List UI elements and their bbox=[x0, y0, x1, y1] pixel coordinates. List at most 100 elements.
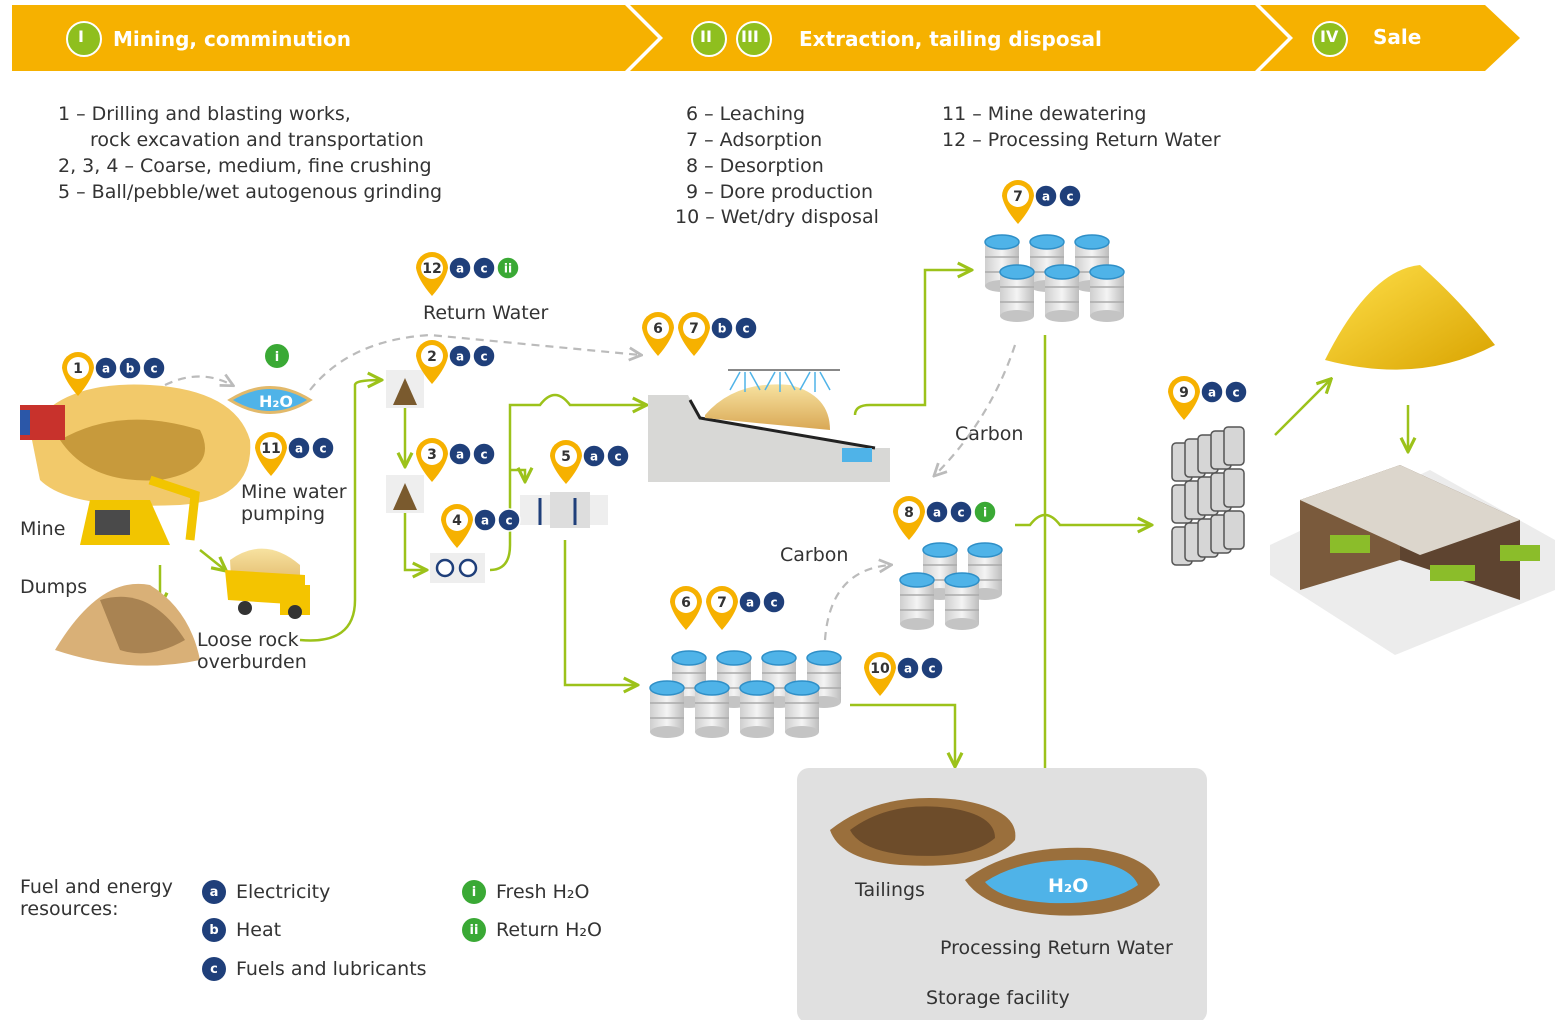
svg-text:a: a bbox=[1042, 190, 1050, 204]
marker-number: 6 bbox=[653, 321, 663, 337]
extraction-list-item: 10 – Wet/dry disposal bbox=[675, 206, 879, 228]
svg-text:c: c bbox=[770, 596, 777, 610]
svg-text:c: c bbox=[742, 322, 749, 336]
resource-i-icon: i bbox=[462, 880, 486, 904]
bank-building-illustration bbox=[1270, 465, 1555, 655]
dump-truck-illustration bbox=[225, 548, 310, 619]
svg-text:a: a bbox=[295, 442, 303, 456]
svg-text:i: i bbox=[275, 350, 279, 365]
resource-c-icon: c bbox=[1058, 184, 1082, 208]
carbon-label-lower: Carbon bbox=[780, 544, 849, 566]
resource-a-icon: a bbox=[202, 880, 226, 904]
tailings-label: Tailings bbox=[855, 879, 925, 901]
dore-bars-illustration bbox=[1171, 426, 1245, 566]
marker-6-pin: 6 bbox=[670, 586, 702, 630]
svg-text:c: c bbox=[480, 262, 487, 276]
resource-a-icon: a bbox=[287, 436, 311, 460]
legend-fuels: c Fuels and lubricants bbox=[202, 957, 427, 981]
crusher-icons bbox=[386, 370, 485, 583]
resource-c-icon: c bbox=[734, 316, 758, 340]
svg-text:c: c bbox=[480, 350, 487, 364]
pond-water-label: H₂O bbox=[1048, 875, 1089, 897]
svg-text:c: c bbox=[505, 514, 512, 528]
mining-list-item: 2, 3, 4 – Coarse, medium, fine crushing bbox=[58, 155, 432, 177]
fresh-water-lens bbox=[227, 386, 313, 414]
svg-text:i: i bbox=[983, 506, 987, 520]
flow-lines bbox=[160, 270, 1408, 865]
svg-text:ii: ii bbox=[504, 262, 512, 276]
svg-text:c: c bbox=[614, 450, 621, 464]
resource-ii-icon: ii bbox=[462, 918, 486, 942]
resource-a-icon: a bbox=[1200, 380, 1224, 404]
carbon-label-upper: Carbon bbox=[955, 423, 1024, 445]
svg-text:a: a bbox=[456, 262, 464, 276]
marker-number: 9 bbox=[1179, 385, 1189, 401]
legend-fresh-water: i Fresh H₂O bbox=[462, 880, 589, 904]
resource-a-icon: a bbox=[448, 256, 472, 280]
mine-pit-illustration bbox=[20, 384, 251, 545]
resource-c-icon: c bbox=[311, 436, 335, 460]
legend-electricity-label: Electricity bbox=[236, 881, 331, 903]
legend-return-water: ii Return H₂O bbox=[462, 918, 602, 942]
resource-ii-icon: ii bbox=[496, 256, 520, 280]
legend-return-water-label: Return H₂O bbox=[496, 919, 602, 941]
stage-numeral-badges bbox=[66, 21, 1348, 57]
resource-b-icon: b bbox=[202, 918, 226, 942]
resource-a-icon: a bbox=[448, 344, 472, 368]
svg-text:c: c bbox=[150, 362, 157, 376]
resource-a-icon: a bbox=[473, 508, 497, 532]
marker-number: 7 bbox=[1013, 189, 1023, 205]
marker-number: 6 bbox=[681, 595, 691, 611]
storage-facility bbox=[797, 768, 1207, 1020]
svg-text:a: a bbox=[590, 450, 598, 464]
svg-text:a: a bbox=[904, 662, 912, 676]
extraction-list-item: 6 – Leaching bbox=[686, 103, 806, 125]
marker-number: 2 bbox=[427, 349, 437, 365]
svg-text:c: c bbox=[928, 662, 935, 676]
resource-i-icon: i bbox=[265, 344, 289, 368]
mining-list-item: rock excavation and transportation bbox=[90, 129, 424, 151]
svg-text:a: a bbox=[1208, 386, 1216, 400]
extraction-list-item: 9 – Dore production bbox=[686, 181, 874, 203]
resource-a-icon: a bbox=[1034, 184, 1058, 208]
legend-fresh-water-label: Fresh H₂O bbox=[496, 881, 590, 903]
marker-6-pin: 6 bbox=[642, 312, 674, 356]
resource-c-icon: c bbox=[202, 957, 226, 981]
resource-i-icon: i bbox=[973, 500, 997, 524]
marker-5-pin: 5 a c bbox=[550, 440, 630, 484]
marker-number: 7 bbox=[717, 595, 727, 611]
water-list-item: 12 – Processing Return Water bbox=[942, 129, 1221, 151]
extraction-list-item: 7 – Adsorption bbox=[686, 129, 823, 151]
resource-c-icon: c bbox=[497, 508, 521, 532]
svg-text:c: c bbox=[319, 442, 326, 456]
dashed-flows bbox=[164, 333, 1017, 641]
mine-label: Mine bbox=[20, 518, 66, 540]
loose-rock-overburden-label: Loose rock overburden bbox=[197, 629, 307, 673]
resource-c-icon: c bbox=[472, 442, 496, 466]
resource-c-icon: c bbox=[920, 656, 944, 680]
extraction-list-item: 8 – Desorption bbox=[686, 155, 824, 177]
resource-c-icon: c bbox=[472, 344, 496, 368]
processing-return-water-label: Processing Return Water bbox=[940, 937, 1173, 959]
resource-b-icon: b bbox=[710, 316, 734, 340]
resource-a-icon: a bbox=[582, 444, 606, 468]
resource-a-icon: a bbox=[925, 500, 949, 524]
svg-text:a: a bbox=[102, 362, 110, 376]
mine-water-pumping-label: Mine water pumping bbox=[241, 481, 347, 525]
stage-banner-2 bbox=[630, 5, 1288, 71]
marker-number: 11 bbox=[261, 441, 280, 457]
marker-number: 7 bbox=[689, 321, 699, 337]
water-list-item: 11 – Mine dewatering bbox=[942, 103, 1147, 125]
marker-number: 5 bbox=[561, 449, 571, 465]
marker-11-pin: 11 a c bbox=[255, 432, 335, 476]
dumps-pile-illustration bbox=[55, 583, 200, 666]
drums-desorption bbox=[899, 542, 1003, 630]
